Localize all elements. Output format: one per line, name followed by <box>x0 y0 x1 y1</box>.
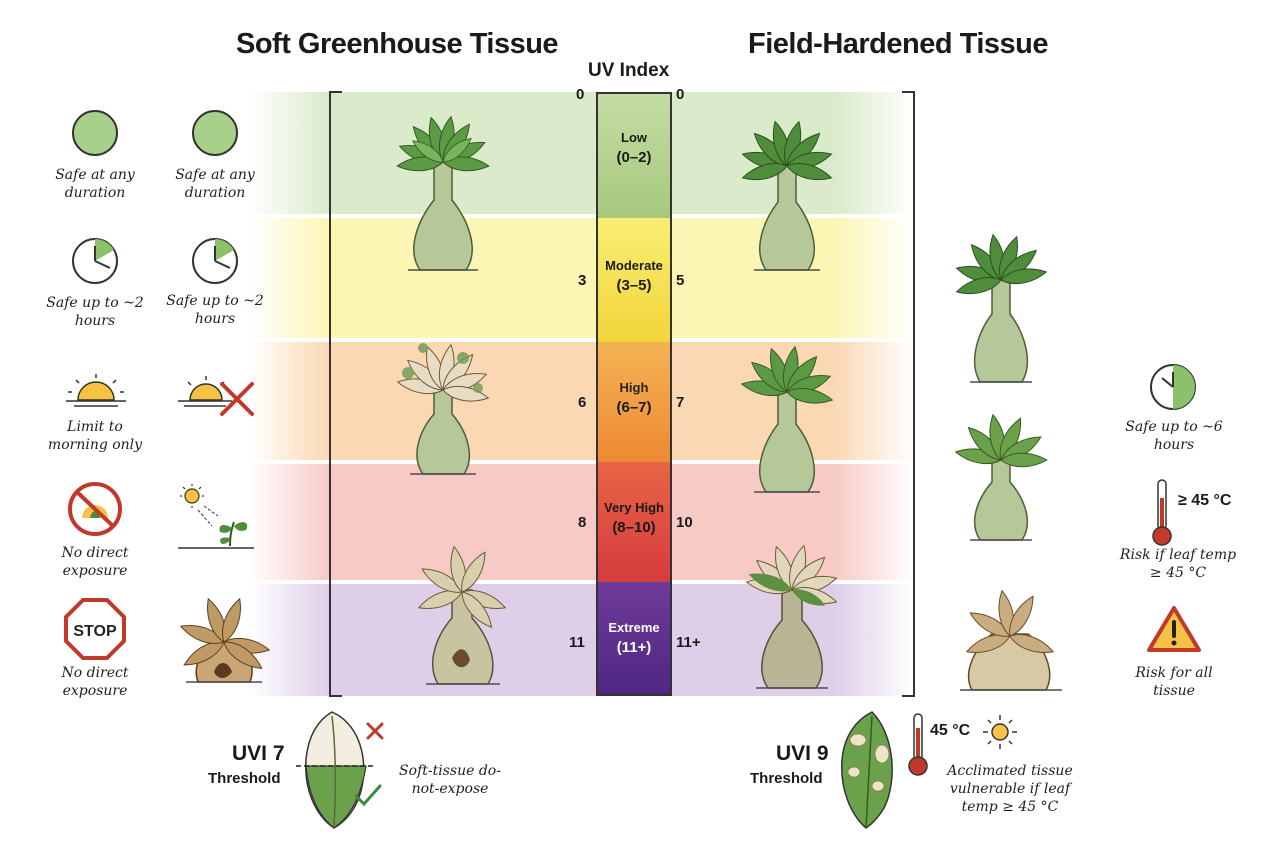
uv-band-low-label: Low(0–2) <box>616 130 652 166</box>
left-label2-2: Safe up to ~2 hours <box>166 293 264 327</box>
plant-far-right-healthy-icon <box>954 233 1048 383</box>
uv-segment-high <box>598 342 670 462</box>
left-label2-1: Safe at any duration <box>175 167 255 201</box>
sun-on-seedling-icon <box>178 484 254 549</box>
left-threshold-word: Threshold <box>208 770 281 787</box>
uv-band-moderate-label: Moderate(3–5) <box>605 258 663 294</box>
stop-sign-icon: STOP <box>64 598 126 660</box>
clock-quarter-icon <box>72 238 118 284</box>
uv-segment-low <box>598 94 670 218</box>
withered-plant-icon <box>177 595 271 683</box>
left-title: Soft Greenhouse Tissue <box>236 28 559 60</box>
no-sun-icon <box>68 482 122 536</box>
plant-hardened-healthy-icon <box>740 119 834 271</box>
threshold-leaf-icon <box>296 711 384 829</box>
plant-spotted-icon <box>396 343 490 475</box>
uv-segment-moderate <box>598 218 670 342</box>
thermometer-icon <box>908 713 928 776</box>
left-label-1: Safe at any duration <box>55 167 135 201</box>
right-threshold-note: Acclimated tissue vulnerable if leaf tem… <box>947 763 1073 815</box>
sunset-cross-icon <box>178 376 254 416</box>
clock-full-icon <box>192 110 238 156</box>
left-label-2: Safe up to ~2 hours <box>46 295 144 329</box>
uv-segment-very-high <box>598 462 670 582</box>
uv-band-extreme-label: Extreme(11+) <box>608 620 660 656</box>
uv-band-very-high-label: Very High(8–10) <box>604 500 664 536</box>
left-threshold-note: Soft-tissue do-not-expose <box>399 763 501 797</box>
svg-text:STOP: STOP <box>73 623 117 640</box>
right-tick-5: 5 <box>676 272 685 289</box>
damaged-leaf-icon <box>841 711 893 829</box>
plant-far-right-mild-icon <box>954 413 1048 541</box>
right-tick-11plus: 11+ <box>676 634 701 651</box>
left-tick-8: 8 <box>578 514 587 531</box>
thermometer-icon <box>1152 479 1172 546</box>
left-label-3: Limit to morning only <box>47 419 143 453</box>
plant-hardened-damaged-icon <box>745 543 839 689</box>
right-tick-10: 10 <box>676 514 693 531</box>
left-label-4: No direct exposure <box>61 545 129 579</box>
plant-wilting-icon <box>415 545 509 685</box>
right-title: Field-Hardened Tissue <box>748 28 1049 60</box>
right-threshold-temp: 45 °C <box>930 722 971 739</box>
plant-far-right-withered-icon <box>960 589 1062 691</box>
uv-segment-extreme <box>598 582 670 694</box>
right-temp-label: ≥ 45 °C <box>1178 492 1232 509</box>
left-label-5: No direct exposure <box>61 665 129 699</box>
right-threshold-word: Threshold <box>750 770 823 787</box>
uv-bar <box>596 92 672 696</box>
right-tick-0: 0 <box>676 86 685 103</box>
right-tick-7: 7 <box>676 394 685 411</box>
left-threshold-uvi: UVI 7 <box>232 742 285 765</box>
left-tick-6: 6 <box>578 394 587 411</box>
clock-quarter-icon <box>192 238 238 284</box>
left-tick-11: 11 <box>569 634 585 651</box>
left-tick-3: 3 <box>578 272 587 289</box>
sunrise-icon <box>66 374 126 407</box>
warning-icon <box>1147 606 1201 652</box>
uv-title: UV Index <box>588 60 670 81</box>
plant-hardened-mild-icon <box>740 345 834 493</box>
right-bracket <box>902 91 915 697</box>
left-tick-0: 0 <box>576 86 585 103</box>
sun-icon <box>983 715 1017 749</box>
right-label-3: Risk for all tissue <box>1135 665 1213 699</box>
left-bracket <box>329 91 342 697</box>
right-threshold-uvi: UVI 9 <box>776 742 829 765</box>
clock-full-icon <box>72 110 118 156</box>
right-label-1: Safe up to ~6 hours <box>1125 419 1223 453</box>
right-label-2: Risk if leaf temp ≥ 45 °C <box>1119 547 1237 581</box>
clock-half-icon <box>1150 364 1196 410</box>
plant-healthy-icon <box>396 115 490 271</box>
uv-band-high-label: High(6–7) <box>616 380 652 416</box>
